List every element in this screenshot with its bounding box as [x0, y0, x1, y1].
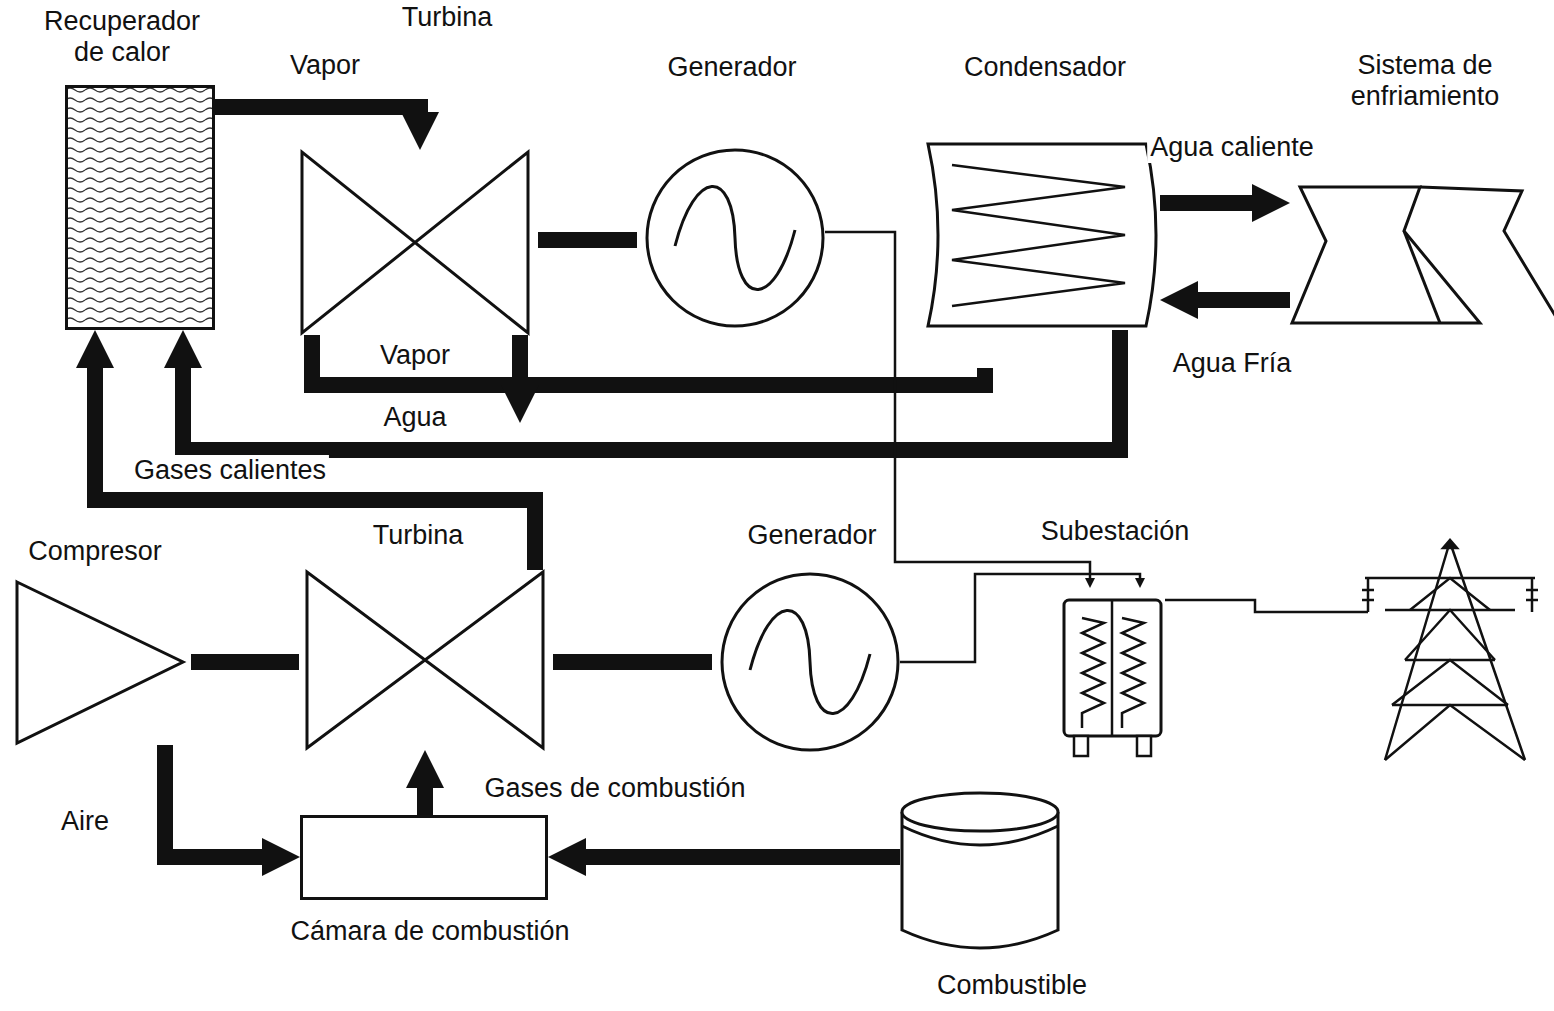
- steam-turbine: Turbina: [300, 150, 530, 335]
- gas-turbine-shape: [305, 570, 545, 750]
- generator-shape: [720, 572, 900, 752]
- combustion-chamber-shape: [300, 815, 548, 900]
- flow-label: Vapor: [287, 50, 363, 81]
- node-label: Recuperador de calor: [27, 6, 217, 68]
- node-label: Compresor: [28, 536, 162, 567]
- flow-arrow: [215, 107, 420, 112]
- node-label: Sistema de enfriamiento: [1325, 50, 1525, 112]
- combustion-chamber: Cámara de combustión: [300, 815, 548, 900]
- gas-turbine: Turbina: [305, 570, 545, 750]
- substation-transformer-shape: [1060, 588, 1165, 760]
- flow-arrow: [183, 330, 1120, 450]
- condenser: Condensador: [920, 140, 1160, 330]
- flow-label: Aire: [58, 806, 112, 837]
- substation-transformer: Subestación: [1060, 588, 1165, 760]
- flow-label: Agua caliente: [1147, 132, 1317, 163]
- condenser-shape: [920, 140, 1160, 330]
- generator-shape: [645, 148, 825, 328]
- node-label: Combustible: [937, 970, 1087, 1001]
- flow-arrow: [312, 335, 985, 385]
- compressor: Compresor: [15, 580, 185, 745]
- fuel-tank-shape: [900, 790, 1060, 950]
- node-label: Turbina: [373, 520, 464, 551]
- node-label: Condensador: [964, 52, 1126, 83]
- generator: Generador: [720, 572, 900, 752]
- generator: Generador: [645, 148, 825, 328]
- heat-recovery-boiler-shape: [65, 85, 215, 330]
- fuel-tank: Combustible: [900, 790, 1060, 950]
- heat-recovery-boiler: Recuperador de calor: [65, 85, 215, 330]
- flow-label: Agua: [380, 402, 449, 433]
- node-label: Turbina: [402, 2, 493, 33]
- flow-arrow: [586, 849, 900, 865]
- node-label: Generador: [747, 520, 876, 551]
- node-label: Cámara de combustión: [290, 916, 569, 947]
- cooling-towers-shape: [1290, 185, 1554, 325]
- flow-arrow: [417, 788, 433, 815]
- shaft: [553, 654, 712, 670]
- compressor-shape: [15, 580, 185, 745]
- node-label: Generador: [667, 52, 796, 83]
- flow-arrow: [1198, 292, 1290, 308]
- steam-turbine-shape: [300, 150, 530, 335]
- flow-label: Gases calientes: [131, 455, 329, 486]
- flow-arrow: [1160, 195, 1252, 211]
- shaft: [538, 232, 637, 248]
- flow-label: Agua Fría: [1170, 348, 1295, 379]
- node-label: Subestación: [1041, 516, 1190, 547]
- cooling-towers: Sistema de enfriamiento: [1290, 185, 1554, 325]
- flow-arrow: [165, 745, 262, 857]
- flow-label: Gases de combustión: [481, 773, 748, 804]
- flow-label: Vapor: [377, 340, 453, 371]
- shaft: [191, 654, 299, 670]
